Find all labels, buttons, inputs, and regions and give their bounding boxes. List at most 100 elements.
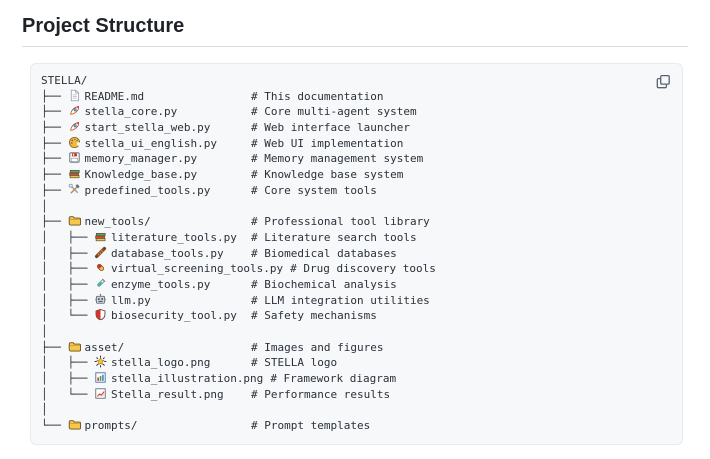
folder-icon (68, 214, 85, 232)
tree-row-lead: ├── predefined_tools.py (41, 183, 210, 201)
tree-row: └── prompts/ # Prompt templates (41, 418, 672, 434)
file-name: stella_illustration.png (110, 372, 264, 386)
file-name: README.md (84, 89, 145, 103)
copy-icon (655, 74, 673, 90)
glowing-star-icon (94, 355, 111, 373)
tree-row: │ ├── llm.py# LLM integration utilities (41, 293, 672, 309)
file-comment: # Knowledge base system (251, 168, 404, 182)
tree-row-lead: │ (41, 402, 48, 418)
tree-prefix: │ (41, 325, 48, 338)
file-comment: # Prompt templates (251, 419, 371, 433)
page-title: Project Structure (22, 14, 688, 47)
tree-row: │ (41, 199, 672, 215)
bar-chart-icon (94, 371, 111, 389)
tree-prefix: ├── (41, 183, 68, 197)
file-comment: # Literature search tools (251, 230, 417, 244)
tree-prefix: │ └── (41, 387, 94, 401)
file-name: enzyme_tools.py (110, 277, 211, 291)
tree-row-lead: │ └── Stella_result.png (41, 387, 224, 405)
tools-icon (68, 183, 85, 201)
tree-row-lead: │ (41, 199, 48, 215)
tree-prefix: ├── (41, 121, 68, 135)
file-comment: # Memory management system (251, 152, 424, 166)
tree-row: ├── stella_core.py# Core multi-agent sys… (41, 104, 672, 120)
tree-prefix: │ └── (41, 309, 94, 323)
file-tree: STELLA/ ├── README.md # This documentation… (41, 73, 672, 434)
shield-icon (94, 308, 111, 326)
books-icon (94, 230, 111, 248)
floppy-icon (68, 151, 85, 169)
file-name: stella_logo.png (110, 356, 211, 370)
file-comment: # Web interface launcher (251, 121, 410, 135)
copy-button[interactable] (651, 69, 677, 95)
file-comment: # Performance results (251, 387, 391, 401)
tree-row: │ └── Stella_result.png # Performance res… (41, 387, 672, 403)
file-name: llm.py (110, 293, 151, 307)
tree-row-lead: STELLA/ (41, 73, 87, 89)
test-tube-icon (94, 277, 111, 295)
chart-up-icon (94, 387, 111, 405)
tree-prefix: │ ├── (41, 262, 94, 276)
file-comment: # This documentation (251, 89, 384, 103)
tree-prefix: └── (41, 419, 68, 433)
file-name: stella_ui_english.py (84, 136, 217, 150)
file-comment: # Core system tools (251, 183, 377, 197)
tree-prefix: │ ├── (41, 293, 94, 307)
tree-prefix: │ ├── (41, 356, 94, 370)
tree-row: ├── stella_ui_english.py# Web UI impleme… (41, 136, 672, 152)
tree-row-lead: │ ├── database_tools.py (41, 246, 224, 264)
dna-icon (94, 246, 111, 264)
tree-row-lead: │ ├── virtual_screening_tools.py (41, 261, 283, 279)
tree-row-lead: ├── Knowledge_base.py (41, 167, 197, 185)
folder-icon (68, 340, 85, 358)
tree-row: │ (41, 324, 672, 340)
tree-prefix: │ ├── (41, 372, 94, 386)
palette-icon (68, 136, 85, 154)
tree-row-lead: │ ├── enzyme_tools.py (41, 277, 210, 295)
tree-prefix: │ (41, 199, 48, 213)
tree-row: │ ├── database_tools.py # Biomedical data… (41, 246, 672, 262)
tree-row: ├── start_stella_web.py # Web interface l… (41, 120, 672, 136)
file-comment: # Safety mechanisms (251, 309, 377, 323)
file-name: prompts/ (84, 419, 138, 433)
tree-row: │ ├── stella_logo.png # STELLA logo (41, 355, 672, 371)
robot-icon (94, 293, 111, 311)
file-name: memory_manager.py (84, 152, 198, 166)
tree-prefix: ├── (41, 340, 68, 354)
tree-row: │ ├── enzyme_tools.py# Biochemical analy… (41, 277, 672, 293)
tree-prefix: │ ├── (41, 230, 94, 244)
tree-row: ├── asset/# Images and figures (41, 340, 672, 356)
file-comment: # STELLA logo (251, 356, 338, 370)
code-block: STELLA/ ├── README.md # This documentation… (30, 63, 683, 445)
tree-row: │ ├── literature_tools.py # Literature se… (41, 230, 672, 246)
file-name: literature_tools.py (110, 230, 237, 244)
file-comment: # Framework diagram (270, 372, 397, 386)
file-comment: # Biomedical databases (251, 246, 397, 260)
file-comment: # Core multi-agent system (251, 105, 417, 119)
page-icon (68, 89, 85, 107)
tree-row-lead: │ ├── llm.py (41, 293, 151, 311)
tree-row: STELLA/ (41, 73, 672, 89)
tree-prefix: │ ├── (41, 246, 94, 260)
tree-prefix: ├── (41, 152, 68, 166)
file-name: start_stella_web.py (84, 121, 211, 135)
file-name: new_tools/ (84, 215, 151, 229)
tree-row-lead: ├── asset/ (41, 340, 124, 358)
file-comment: # Professional tool library (251, 215, 430, 229)
tree-row: │ └── biosecurity_tool.py# Safety mechan… (41, 308, 672, 324)
tree-prefix: ├── (41, 168, 68, 182)
tree-row-lead: │ ├── stella_logo.png (41, 355, 210, 373)
file-name: virtual_screening_tools.py (110, 262, 284, 276)
rocket-icon (68, 104, 85, 122)
tree-row: ├── new_tools/ # Professional tool librar… (41, 214, 672, 230)
pill-icon (94, 261, 111, 279)
readme-section: Project Structure STELLA/ ├── README.md # … (22, 14, 688, 445)
tree-prefix: ├── (41, 105, 68, 119)
tree-row: │ ├── stella_illustration.png # Framework… (41, 371, 672, 387)
tree-row-lead: ├── stella_ui_english.py (41, 136, 217, 154)
tree-row: ├── README.md# This documentation (41, 89, 672, 105)
file-name: asset/ (84, 340, 125, 354)
tree-row-lead: ├── new_tools/ (41, 214, 151, 232)
rocket-icon (68, 120, 85, 138)
file-name: STELLA/ (41, 74, 88, 87)
